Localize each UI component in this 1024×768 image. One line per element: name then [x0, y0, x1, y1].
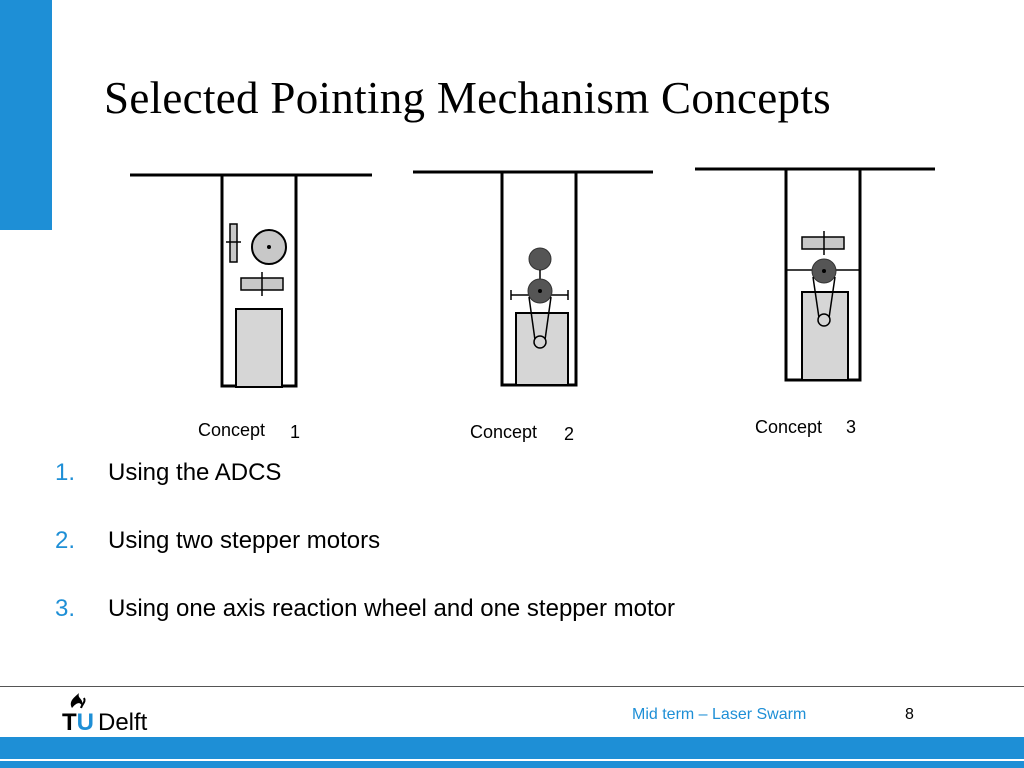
concept-2-drawing: Concept 2 [413, 170, 653, 444]
logo-tu-text: TU [62, 709, 94, 734]
slide-title: Selected Pointing Mechanism Concepts [104, 73, 831, 123]
flame-icon [70, 693, 86, 709]
concept-3-number: 3 [846, 417, 856, 437]
concepts-diagram: Concept 1 Concept 2 [110, 150, 950, 450]
bullet-text: Using the ADCS [108, 459, 282, 486]
tu-delft-logo: TU Delft [62, 690, 182, 736]
concept-3-drawing: Concept 3 [695, 167, 935, 437]
bottom-bar-stripe [0, 759, 1024, 761]
concept-2-label: Concept [470, 422, 537, 442]
bullet-text: Using one axis reaction wheel and one st… [108, 595, 675, 622]
bullet-number: 1. [55, 459, 76, 486]
concept-2-number: 2 [564, 424, 574, 444]
page-number: 8 [905, 706, 914, 723]
bullet-number: 3. [55, 595, 76, 622]
footer-divider [0, 686, 1024, 687]
bullet-number: 2. [55, 527, 76, 554]
footer-title: Mid term – Laser Swarm [632, 706, 807, 723]
concept-1-drawing: Concept 1 [130, 173, 372, 442]
accent-block [0, 0, 52, 230]
concept-1-label: Concept [198, 420, 265, 440]
concept-3-label: Concept [755, 417, 822, 437]
logo-delft-text: Delft [98, 709, 148, 734]
concept-1-number: 1 [290, 422, 300, 442]
bottom-bar [0, 737, 1024, 768]
bullet-text: Using two stepper motors [108, 527, 381, 554]
